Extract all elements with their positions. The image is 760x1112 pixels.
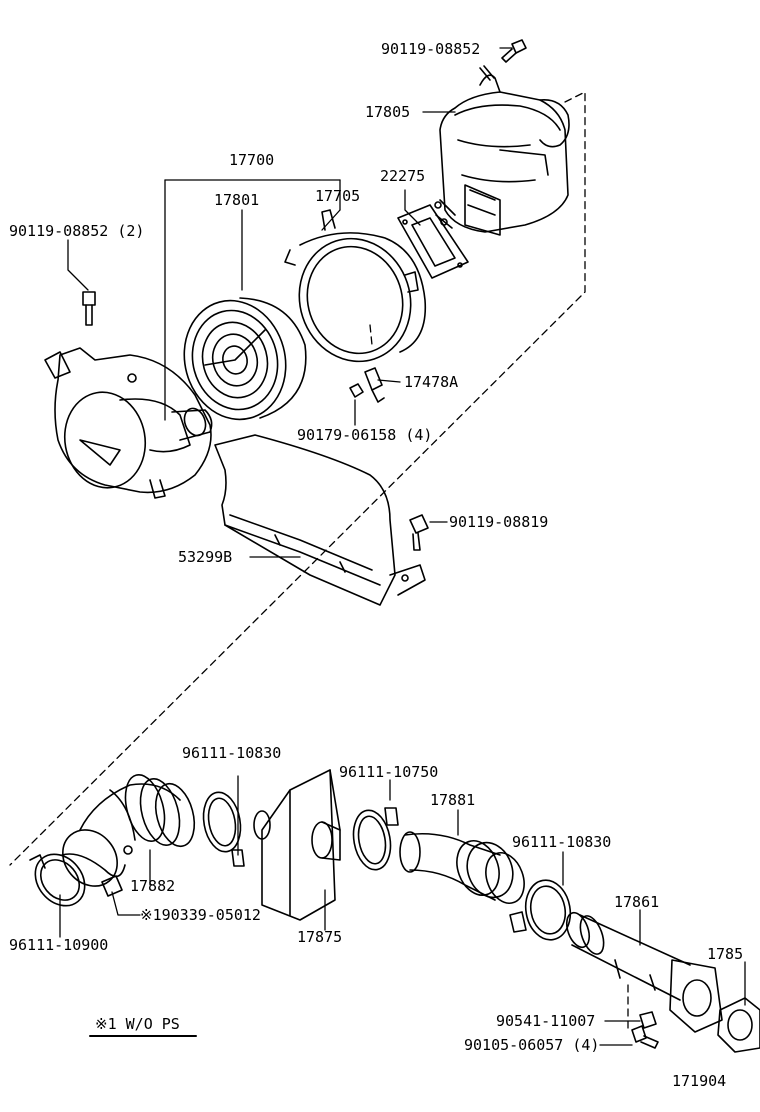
- filter-element-17801: [183, 297, 307, 421]
- hose-17881: [399, 831, 525, 904]
- gasket-22275: [397, 204, 469, 279]
- clamp-96111-10750: [352, 807, 399, 871]
- gasket-1785x: [717, 997, 760, 1053]
- label-190339-05012: ※190339-05012: [140, 906, 261, 924]
- clip-17478A: [364, 367, 385, 403]
- label-90119-08852-top: 90119-08852: [381, 40, 481, 58]
- label-96111-10830-a: 96111-10830: [182, 744, 282, 762]
- case-17705: [284, 209, 427, 363]
- bolt-90105-06057: [631, 1025, 659, 1049]
- label-53299B: 53299B: [178, 548, 233, 566]
- label-17700: 17700: [229, 151, 275, 169]
- label-96111-10750: 96111-10750: [339, 763, 439, 781]
- hose-17882: [61, 774, 196, 887]
- clamp-96111-10900: [29, 853, 86, 907]
- label-90105-06057: 90105-06057 (4): [464, 1036, 600, 1054]
- dashed-boundary: [9, 91, 629, 1031]
- diagram-number: 171904: [672, 1072, 727, 1090]
- label-17882: 17882: [130, 877, 176, 895]
- sleeve-190339-05012: [101, 875, 123, 897]
- label-90179-06158: 90179-06158 (4): [297, 426, 433, 444]
- air-cleaner-cap-17805: [434, 74, 570, 236]
- label-96111-10900: 96111-10900: [9, 936, 109, 954]
- clamp-96111-10830-b: [509, 879, 572, 941]
- nut-90541-11007: [639, 1011, 657, 1029]
- label-22275: 22275: [380, 167, 426, 185]
- label-90541-11007: 90541-11007: [496, 1012, 596, 1030]
- label-17478A: 17478A: [404, 373, 459, 391]
- label-17705: 17705: [315, 187, 361, 205]
- label-17861: 17861: [614, 893, 660, 911]
- case-lower-17700: [44, 347, 213, 499]
- label-17805: 17805: [365, 103, 411, 121]
- bolt-90119-08819: [409, 514, 429, 551]
- bolt-90119-08852-top: [479, 39, 527, 81]
- nut-90179-06158: [349, 383, 364, 398]
- label-90119-08852-2: 90119-08852 (2): [9, 222, 145, 240]
- label-17881: 17881: [430, 791, 476, 809]
- label-17875: 17875: [297, 928, 343, 946]
- duct-53299B: [214, 434, 426, 606]
- clamp-96111-10830-a: [202, 791, 245, 867]
- label-1785x: 1785: [707, 945, 744, 963]
- resonator-17875: [253, 769, 341, 921]
- leader-lines: [59, 47, 746, 1046]
- pipe-17861: [565, 911, 723, 1033]
- label-17801: 17801: [214, 191, 260, 209]
- bolt-90119-08852-x2: [82, 291, 96, 326]
- label-96111-10830-b: 96111-10830: [512, 833, 612, 851]
- label-90119-08819: 90119-08819: [449, 513, 549, 531]
- footnote-without-ps: ※1 W/O PS: [95, 1015, 180, 1033]
